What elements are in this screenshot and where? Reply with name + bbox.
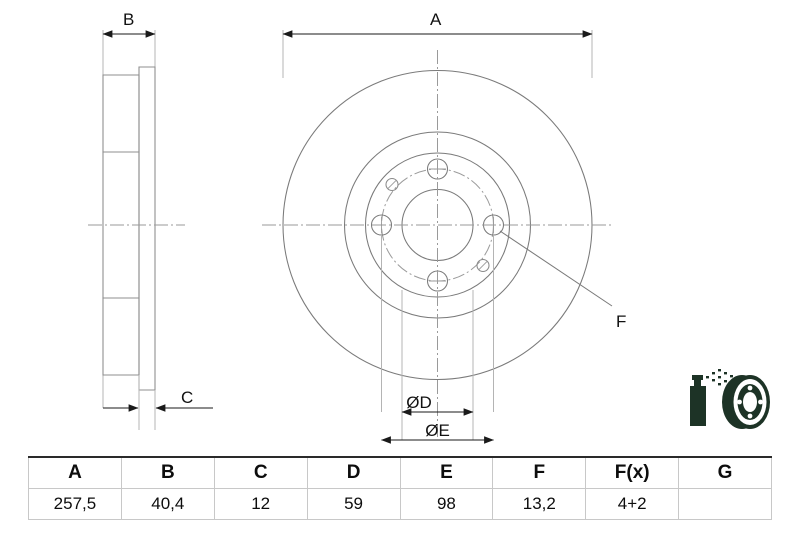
front-view-a-extension-lines — [282, 30, 593, 78]
locating-hole-upper-left — [385, 177, 399, 192]
table-cell-b: 40,4 — [120, 488, 215, 520]
table-header-fx: F(x) — [585, 456, 680, 489]
table-cell-c: 12 — [213, 488, 308, 520]
locating-hole-slashes — [387, 179, 488, 271]
table-header-row: A B C D E F F(x) G — [28, 456, 772, 489]
side-view-b-extension-lines — [102, 30, 156, 408]
side-view-friction-ring — [138, 66, 156, 391]
label-c: C — [181, 388, 193, 407]
table-cell-d: 59 — [306, 488, 401, 520]
table-row: 257,5 40,4 12 59 98 13,2 4+2 — [28, 488, 772, 520]
front-view-group: A — [262, 10, 626, 444]
table-cell-a: 257,5 — [28, 488, 122, 520]
coated-brake-disc-icon — [690, 369, 770, 429]
front-view-centerlines — [262, 50, 614, 437]
table-header-d: D — [306, 456, 401, 489]
label-diameter-d: ØD — [406, 393, 432, 412]
table-cell-fx: 4+2 — [585, 488, 680, 520]
side-view-group: B — [88, 10, 213, 430]
table-header-g: G — [678, 456, 772, 489]
table-cell-f: 13,2 — [492, 488, 587, 520]
table-cell-e: 98 — [399, 488, 494, 520]
table-header-a: A — [28, 456, 122, 489]
table-header-c: C — [213, 456, 308, 489]
table-header-b: B — [120, 456, 215, 489]
table-cell-g — [678, 488, 772, 520]
label-b: B — [123, 10, 134, 29]
label-f: F — [616, 312, 626, 331]
table-header-f: F — [492, 456, 587, 489]
table-header-e: E — [399, 456, 494, 489]
locating-hole-lower-right — [476, 258, 490, 273]
specification-table: A B C D E F F(x) G 257,5 40,4 12 59 98 1… — [28, 456, 772, 520]
label-diameter-e: ØE — [425, 421, 450, 440]
leader-line-f — [499, 230, 613, 307]
locating-holes-small — [385, 177, 490, 273]
spray-droplets-icon — [706, 369, 733, 386]
label-a: A — [430, 10, 442, 29]
side-view-c-extension-lines — [138, 375, 156, 430]
